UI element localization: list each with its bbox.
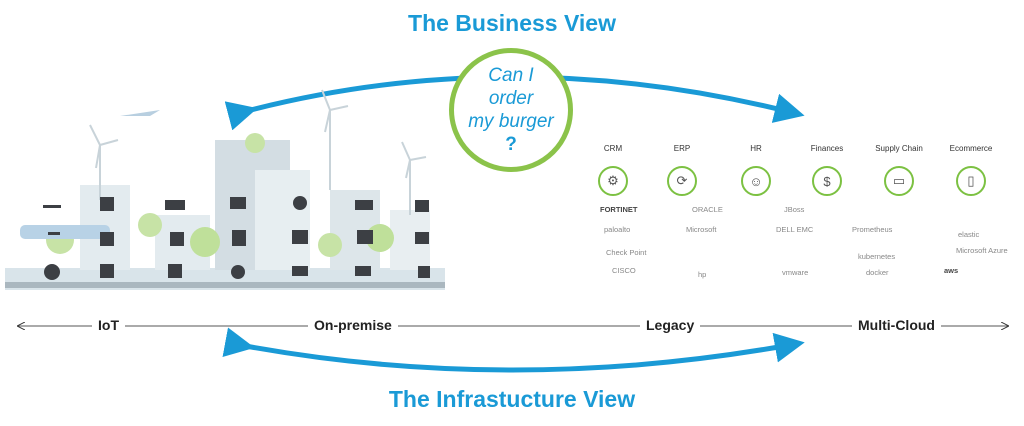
business-view-title: The Business View [408,10,616,36]
logo-fortinet: FORTINET [600,205,638,214]
bubble-line-4: ? [505,134,517,155]
logo-checkpoint: Check Point [606,248,647,257]
gear-globe-icon: ⚙ [598,166,628,196]
category-hr: HR [750,144,762,153]
logo-vmware: vmware [782,268,809,277]
logo-microsoft: Microsoft [686,225,717,234]
axis-label-multi-cloud: Multi-Cloud [852,317,941,333]
category-erp: ERP [673,144,691,153]
bubble-line-1: Can I [488,65,534,86]
category-crm: CRM [603,144,623,153]
dollar-icon: $ [812,166,842,196]
axis-label-iot: IoT [92,317,125,333]
infrastructure-arc-arrow [222,327,805,373]
truck-icon: ▭ [884,166,914,196]
axis-label-on-premise: On-premise [308,317,398,333]
city-illustration [5,89,445,290]
logo-prometheus: Prometheus [852,225,893,234]
logo-kubernetes: kubernetes [858,252,896,261]
gear-cycle-icon: ⟳ [667,166,697,196]
category-supply-chain: Supply Chain [875,144,923,153]
logo-aws: aws [944,266,959,275]
people-icon: ☺ [741,166,771,196]
category-finances: Finances [810,144,844,153]
logo-elastic: elastic [958,230,980,239]
logo-oracle: ORACLE [692,205,723,214]
logo-dellemc: DELL EMC [776,225,814,234]
axis-label-legacy: Legacy [640,317,701,333]
logo-paloalto: paloalto [604,225,631,234]
bubble-line-2: order [488,88,534,109]
category-ecommerce: Ecommerce [949,144,993,153]
logo-cisco: CISCO [612,266,636,275]
infrastructure-view-title: The Infrastucture View [388,386,636,412]
logo-hp: hp [698,270,707,279]
logo-docker: docker [866,268,889,277]
business-question-bubble: Can I order my burger ? [449,48,573,172]
logo-azure: Microsoft Azure [956,246,1008,255]
cart-icon: ▯ [956,166,986,196]
logo-jboss: JBoss [784,205,805,214]
bubble-line-3: my burger [468,111,554,132]
